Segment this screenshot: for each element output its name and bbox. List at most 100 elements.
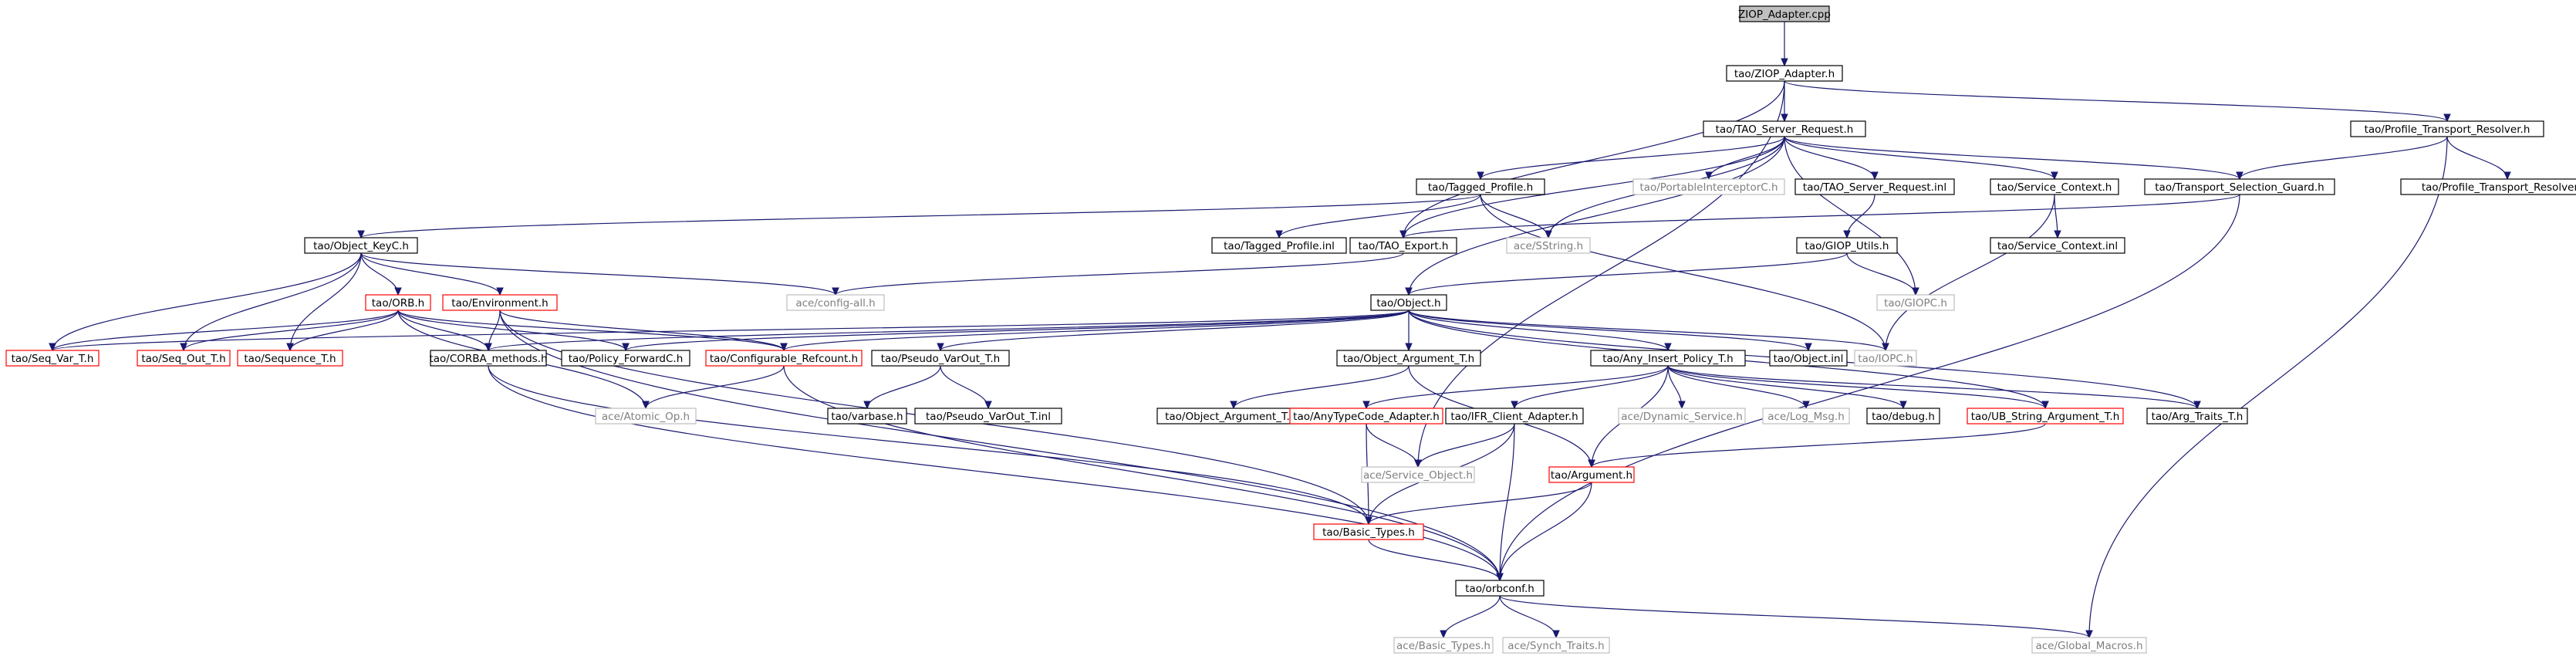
node-tao-service-context-h[interactable]: tao/Service_Context.h: [1990, 178, 2119, 195]
arrowhead-icon: [1781, 113, 1788, 123]
node-tao-service-context-inl[interactable]: tao/Service_Context.inl: [1990, 237, 2125, 254]
node-tao-ub-string-argument-t-h[interactable]: tao/UB_String_Argument_T.h: [1967, 408, 2124, 425]
arrowhead-icon: [832, 287, 839, 296]
node-label: tao/debug.h: [1872, 411, 1935, 423]
edge-line: [1403, 80, 1785, 238]
node-tao-seq-out-t-h[interactable]: tao/Seq_Out_T.h: [137, 350, 231, 367]
node-tao-giop-utils-h[interactable]: tao/GIOP_Utils.h: [1796, 237, 1898, 254]
node-ziop-adapter-cpp[interactable]: ZIOP_Adapter.cpp: [1738, 5, 1831, 22]
node-tao-ifr-client-adapter-h[interactable]: tao/IFR_Client_Adapter.h: [1445, 408, 1584, 425]
node-tao-ziop-adapter-h[interactable]: tao/ZIOP_Adapter.h: [1726, 65, 1843, 82]
node-box: [1876, 294, 1955, 311]
node-label: ace/config-all.h: [795, 297, 875, 310]
edge-line: [289, 310, 399, 351]
edge-line: [1408, 252, 1848, 296]
node-tao-arg-traits-t-h[interactable]: tao/Arg_Traits_T.h: [2146, 408, 2248, 425]
node-label: tao/Object_KeyC.h: [313, 240, 409, 252]
node-tao-corba-methods-h[interactable]: tao/CORBA_methods.h: [429, 350, 548, 367]
node-tao-object-argument-t-inl[interactable]: tao/Object_Argument_T.inl: [1156, 408, 1311, 425]
arrowhead-icon: [1362, 401, 1370, 410]
edge-line: [783, 365, 1501, 581]
node-tao-anytypecode-adapter-h[interactable]: tao/AnyTypeCode_Adapter.h: [1289, 408, 1443, 425]
node-box: [827, 408, 907, 425]
node-tao-tao-server-request-inl[interactable]: tao/TAO_Server_Request.inl: [1794, 178, 1955, 195]
node-tao-argument-h[interactable]: tao/Argument.h: [1548, 466, 1635, 483]
node-tao-object-h[interactable]: tao/Object.h: [1370, 294, 1447, 311]
edge-line: [397, 310, 785, 351]
arrowhead-icon: [484, 343, 492, 352]
node-tao-sequence-t-h[interactable]: tao/Sequence_T.h: [237, 350, 343, 367]
edge-n12-n16: [832, 252, 1404, 296]
node-tao-tao-export-h[interactable]: tao/TAO_Export.h: [1349, 237, 1457, 254]
edge-line: [1499, 482, 1592, 581]
arrowhead-icon: [1405, 287, 1413, 296]
arrowhead-icon: [1802, 401, 1810, 410]
node-label: ace/Dynamic_Service.h: [1621, 411, 1743, 423]
node-label: tao/varbase.h: [831, 411, 903, 423]
edge-line: [183, 310, 399, 351]
node-ace-log-msg-h: ace/Log_Msg.h: [1762, 408, 1850, 425]
edge-line: [289, 252, 362, 351]
node-tao-profile-transport-resolver-inl[interactable]: tao/Profile_Transport_Resolver.inl: [2400, 178, 2576, 195]
edge-line: [1667, 365, 2198, 409]
node-tao-environment-h[interactable]: tao/Environment.h: [442, 294, 558, 311]
node-label: tao/Sequence_T.h: [244, 353, 336, 365]
node-tao-any-insert-policy-t-h[interactable]: tao/Any_Insert_Policy_T.h: [1590, 350, 1746, 367]
node-label: ZIOP_Adapter.cpp: [1738, 8, 1831, 21]
node-tao-tagged-profile-inl[interactable]: tao/Tagged_Profile.inl: [1211, 237, 1347, 254]
edge-n44-n45: [1365, 482, 1592, 526]
node-tao-object-inl[interactable]: tao/Object.inl: [1769, 350, 1848, 367]
node-tao-object-argument-t-h[interactable]: tao/Object_Argument_T.h: [1336, 350, 1481, 367]
edge-n10-n23: [286, 252, 362, 352]
node-label: tao/Seq_Var_T.h: [12, 353, 94, 365]
node-box: [1762, 408, 1850, 425]
node-tao-varbase-h[interactable]: tao/varbase.h: [827, 408, 907, 425]
edge-n45-n46: [1368, 539, 1504, 582]
node-tao-basic-types-h[interactable]: tao/Basic_Types.h: [1313, 523, 1424, 540]
node-label: tao/PortableInterceptorC.h: [1639, 181, 1778, 194]
node-tao-orbconf-h[interactable]: tao/orbconf.h: [1455, 580, 1545, 597]
node-tao-configurable-refcount-h[interactable]: tao/Configurable_Refcount.h: [705, 350, 863, 367]
node-label: tao/Policy_ForwardC.h: [569, 353, 684, 365]
arrowhead-icon: [1781, 58, 1788, 67]
edge-n26-n32: [642, 365, 785, 410]
node-label: ace/Log_Msg.h: [1767, 411, 1845, 423]
node-box: [1967, 408, 2124, 425]
edge-line: [1784, 136, 2240, 180]
node-label: ace/Global_Macros.h: [2035, 640, 2142, 652]
node-label: tao/Service_Context.inl: [1997, 240, 2118, 252]
node-tao-profile-transport-resolver-h[interactable]: tao/Profile_Transport_Resolver.h: [2350, 120, 2544, 137]
node-tao-seq-var-t-h[interactable]: tao/Seq_Var_T.h: [5, 350, 100, 367]
node-tao-tao-server-request-h[interactable]: tao/TAO_Server_Request.h: [1703, 120, 1866, 137]
node-box: [1794, 178, 1955, 195]
node-tao-pseudo-varout-t-h[interactable]: tao/Pseudo_VarOut_T.h: [871, 350, 1010, 367]
edge-n4-n10: [357, 194, 1481, 239]
edge-line: [1408, 136, 1785, 296]
node-tao-tagged-profile-h[interactable]: tao/Tagged_Profile.h: [1416, 178, 1545, 195]
node-tao-policy-forwardc-h[interactable]: tao/Policy_ForwardC.h: [561, 350, 690, 367]
node-box: [1211, 237, 1347, 254]
node-tao-debug-h[interactable]: tao/debug.h: [1866, 408, 1940, 425]
node-box: [1370, 294, 1447, 311]
node-box: [430, 350, 547, 367]
node-tao-orb-h[interactable]: tao/ORB.h: [365, 294, 431, 311]
edge-line: [52, 252, 362, 351]
edge-n2-n6: [1784, 136, 1879, 181]
node-tao-object-keyc-h[interactable]: tao/Object_KeyC.h: [304, 237, 418, 254]
node-label: tao/TAO_Server_Request.h: [1716, 123, 1854, 136]
edge-line: [1408, 310, 1669, 351]
arrowhead-icon: [394, 287, 402, 296]
node-tao-pseudo-varout-t-inl[interactable]: tao/Pseudo_VarOut_T.inl: [914, 408, 1062, 425]
node-box: [442, 294, 558, 311]
edge-line: [940, 310, 1410, 351]
node-label: tao/orbconf.h: [1465, 583, 1534, 595]
edge-n2-n4: [1477, 136, 1785, 181]
node-label: ace/Atomic_Op.h: [602, 411, 690, 423]
node-box: [561, 350, 690, 367]
node-tao-transport-selection-guard-h[interactable]: tao/Transport_Selection_Guard.h: [2144, 178, 2335, 195]
node-box: [2031, 637, 2147, 654]
edge-n46-n47: [1440, 595, 1501, 639]
node-ace-dynamic-service-h: ace/Dynamic_Service.h: [1618, 408, 1746, 425]
edge-n30-n39: [1667, 365, 1810, 410]
edge-n30-n36: [1362, 365, 1669, 410]
